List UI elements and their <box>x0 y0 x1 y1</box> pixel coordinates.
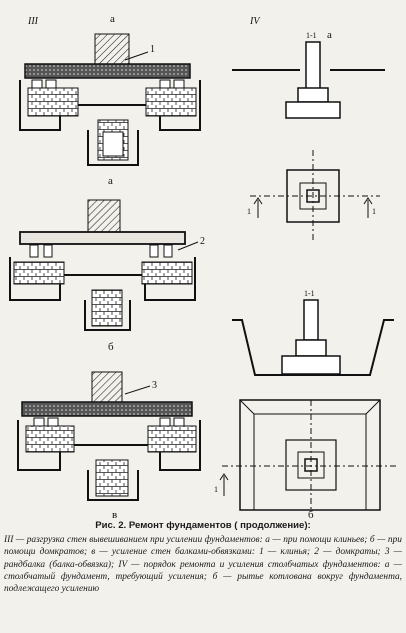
label-a-top: а <box>110 13 115 25</box>
label-section-1-1: 1-1 <box>306 31 317 40</box>
footing <box>285 101 341 119</box>
cut-mark-left-b: 1 <box>214 485 218 494</box>
label-b: б <box>108 341 114 353</box>
callout-1: 1 <box>150 44 155 55</box>
jacks <box>29 244 173 258</box>
pit-plan-outer <box>239 399 381 511</box>
pier-right <box>145 87 197 117</box>
figure-caption: Рис. 2. Ремонт фундаментов ( продолжение… <box>4 520 402 595</box>
column <box>305 41 321 91</box>
label-roman-IV: IV <box>249 16 261 27</box>
technical-drawing: 1 III а а 2 б 3 в <box>9 13 398 520</box>
caption-body: III — разгрузка стен вывешиванием при ус… <box>4 535 402 595</box>
label-a: а <box>108 175 113 187</box>
wall <box>87 199 121 233</box>
cut-mark-left: 1 <box>247 207 251 216</box>
wedge-supports <box>31 79 185 89</box>
label-a-right: а <box>327 29 332 41</box>
pier-left <box>13 261 65 285</box>
label-v: в <box>112 509 117 520</box>
label-roman-III: III <box>27 16 39 27</box>
caption-title: Рис. 2. Ремонт фундаментов ( продолжение… <box>95 520 311 531</box>
diagram-excavation: 1-1 1 <box>214 289 398 511</box>
cut-mark-right: 1 <box>372 207 376 216</box>
diagram-column-footing: 1-1 1 1 <box>232 31 385 240</box>
wall <box>91 371 123 403</box>
column <box>303 299 319 341</box>
pier-left <box>25 425 75 453</box>
wall <box>94 33 130 65</box>
beam <box>19 231 186 245</box>
footing <box>281 355 341 375</box>
callout-3: 3 <box>152 380 157 391</box>
plan-footing <box>286 169 340 223</box>
needle-beam <box>24 63 191 79</box>
label-b-right: б <box>308 509 314 520</box>
label-section-1-1-b: 1-1 <box>304 289 315 298</box>
pier-right <box>147 425 197 453</box>
diagram-jacks: 2 <box>9 199 205 331</box>
diagram-ring-beam: 3 <box>17 371 201 501</box>
pier-right <box>141 261 193 285</box>
diagram-wedges: 1 <box>19 33 201 166</box>
foundation-block <box>91 289 123 327</box>
callout-2: 2 <box>200 236 205 247</box>
pier-left <box>27 87 79 117</box>
foundation-block <box>95 459 129 497</box>
ring-beam <box>21 401 193 417</box>
